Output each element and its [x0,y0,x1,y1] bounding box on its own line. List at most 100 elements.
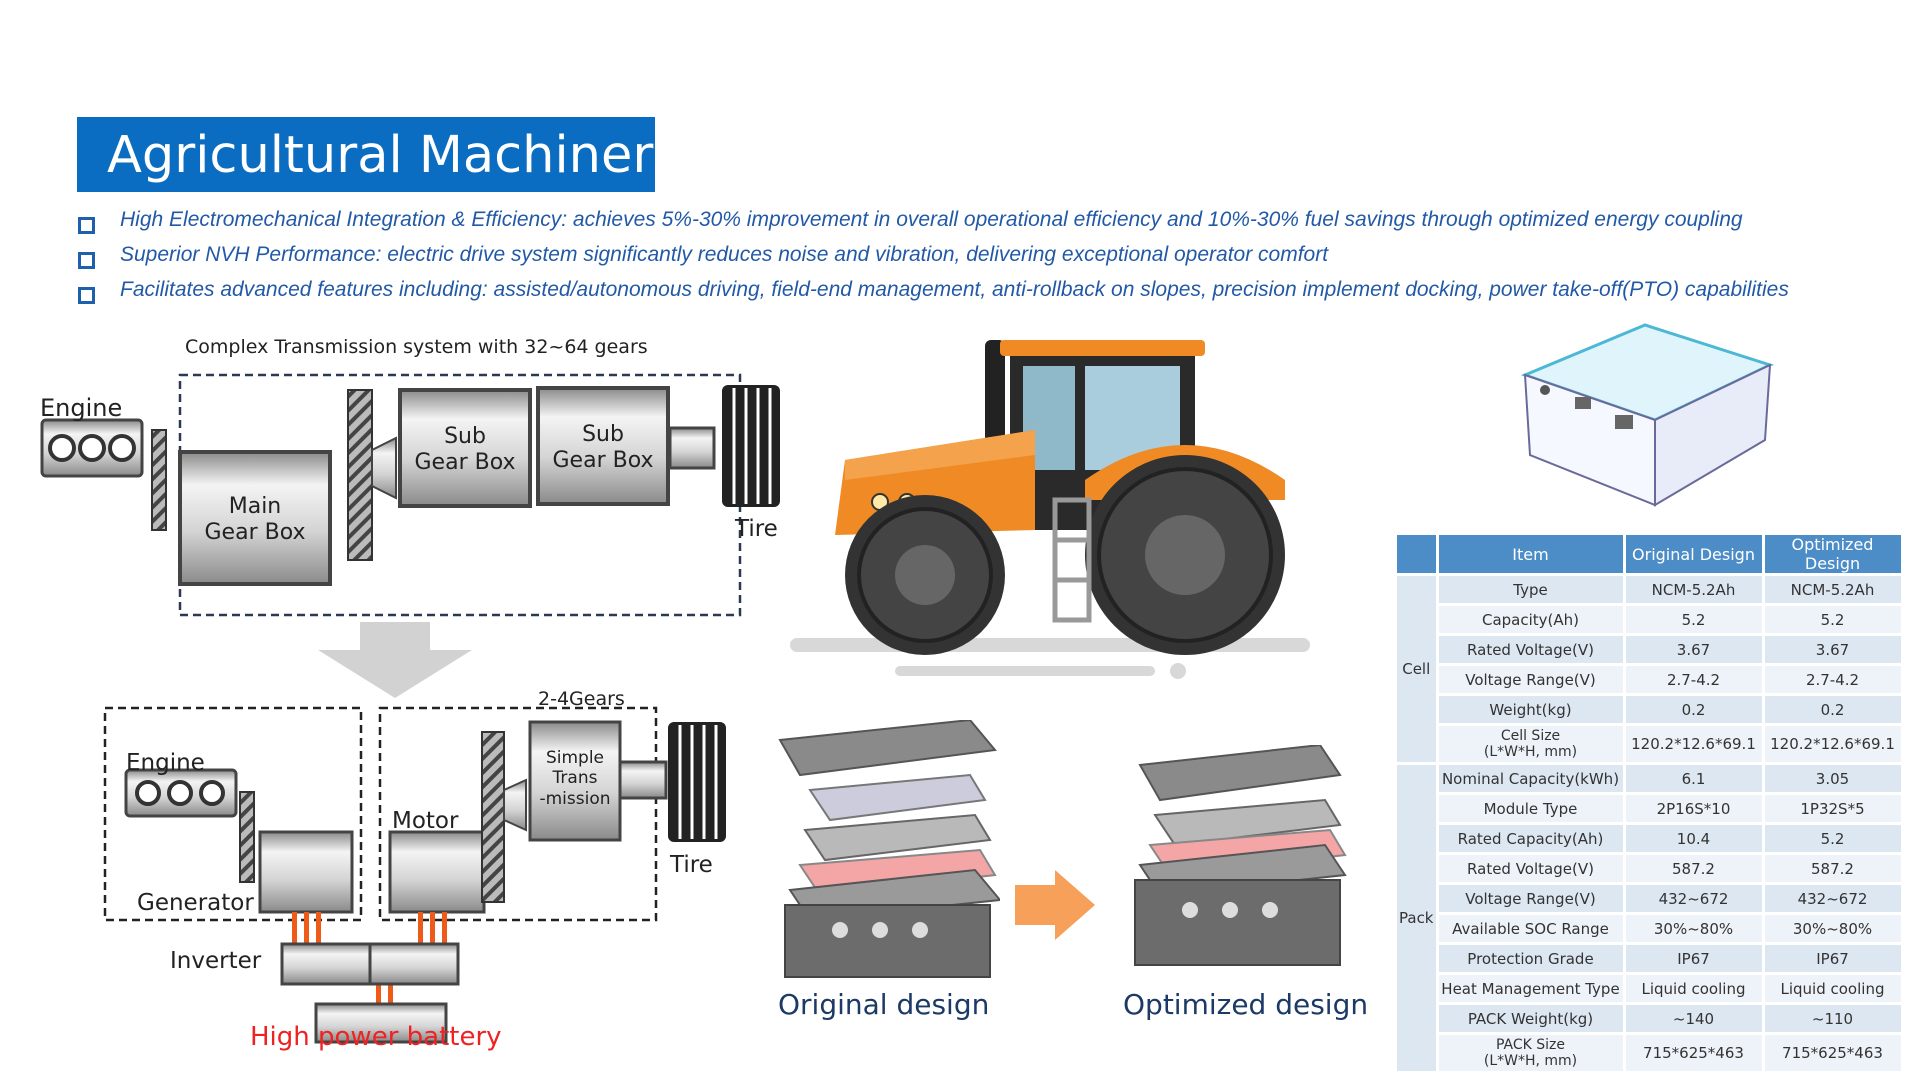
table-header-row: Item Original Design Optimized Design [1394,532,1904,576]
table-cell: Heat Management Type [1435,972,1626,1005]
title-banner [77,117,655,192]
table-cell: Rated Capacity(Ah) [1435,822,1626,855]
table-group-cell: Pack [1394,762,1439,1074]
table-cell: 715*625*463 [1622,1032,1765,1074]
table-cell: 2P16S*10 [1622,792,1765,825]
table-cell: 1P32S*5 [1761,792,1904,825]
table-cell: PACK Weight(kg) [1435,1002,1626,1035]
table-cell: Weight(kg) [1435,693,1626,726]
transmission-caption: Complex Transmission system with 32~64 g… [185,336,648,358]
battery-enclosure-image [1520,323,1775,507]
generator-label: Generator [137,890,254,916]
table-cell: NCM-5.2Ah [1622,573,1765,606]
table-cell: IP67 [1622,942,1765,975]
table-cell: Rated Voltage(V) [1435,633,1626,666]
table-row: Voltage Range(V) 2.7-4.2 2.7-4.2 [1396,663,1904,696]
engine-block-icon [40,418,144,478]
table-row: Voltage Range(V) 432~672 432~672 [1396,882,1904,915]
table-cell: 5.2 [1622,603,1765,636]
battery-label: High power battery [250,1022,502,1052]
table-cell: Voltage Range(V) [1435,882,1626,915]
table-row: Rated Capacity(Ah) 10.4 5.2 [1396,822,1904,855]
tractor-illustration [790,340,1310,679]
table-cell: 120.2*12.6*69.1 [1761,723,1904,765]
table-cell: PACK Size (L*W*H, mm) [1435,1032,1626,1074]
clutch-plate-icon [347,389,373,561]
table-cell: 0.2 [1761,693,1904,726]
table-cell: Liquid cooling [1622,972,1765,1005]
page-title: Agricultural Machinery [107,126,684,185]
table-header-group [1394,532,1439,576]
engine-label: Engine [126,750,205,776]
down-arrow-icon [318,622,472,698]
table-group-cell: Cell [1394,573,1439,765]
table-header: Original Design [1622,532,1765,576]
table-cell: 715*625*463 [1761,1032,1904,1074]
optimized-design-caption: Optimized design [1123,988,1369,1021]
gears-caption: 2-4Gears [538,688,625,710]
table-cell: Module Type [1435,792,1626,825]
engine-block-icon [124,768,238,818]
table-row: Available SOC Range 30%~80% 30%~80% [1396,912,1904,945]
table-cell: 5.2 [1761,603,1904,636]
table-cell: IP67 [1761,942,1904,975]
motor-dashed-frame [378,706,658,922]
table-cell: 2.7-4.2 [1761,663,1904,696]
main-gear-box [178,450,332,586]
gear-icon [239,791,255,883]
tire-icon [722,385,780,507]
table-cell: Type [1435,573,1626,606]
inverter-label: Inverter [170,948,262,974]
table-cell: 6.1 [1622,762,1765,795]
bullet-text: Superior NVH Performance: electric drive… [120,243,1329,266]
table-cell: 432~672 [1622,882,1765,915]
original-design-caption: Original design [778,988,990,1021]
right-arrow-icon [1015,870,1095,940]
clutch-plate-icon [481,731,505,903]
table-row: Weight(kg) 0.2 0.2 [1396,693,1904,726]
table-row: PACK Weight(kg) ~140 ~110 [1396,1002,1904,1035]
table-cell: 120.2*12.6*69.1 [1622,723,1765,765]
square-bullet-icon [78,217,95,234]
battery-box [314,1002,448,1044]
table-cell: Protection Grade [1435,942,1626,975]
table-row: Cell Size (L*W*H, mm) 120.2*12.6*69.1 12… [1396,723,1904,765]
table-cell: 10.4 [1622,822,1765,855]
table-row: Heat Management Type Liquid cooling Liqu… [1396,972,1904,1005]
table-row: Capacity(Ah) 5.2 5.2 [1396,603,1904,636]
table-cell: 3.67 [1761,633,1904,666]
tire-label: Tire [735,516,778,542]
hybrid-drive-diagram [103,706,726,1044]
original-battery-pack-image [778,720,1000,978]
table-row: Rated Voltage(V) 587.2 587.2 [1396,852,1904,885]
table-cell: ~140 [1622,1002,1765,1035]
table-cell: 432~672 [1761,882,1904,915]
table-cell: Available SOC Range [1435,912,1626,945]
table-row: PACK Size (L*W*H, mm) 715*625*463 715*62… [1396,1032,1904,1074]
table-cell: 30%~80% [1761,912,1904,945]
table-cell: Liquid cooling [1761,972,1904,1005]
table-cell: 587.2 [1622,852,1765,885]
table-cell: Rated Voltage(V) [1435,852,1626,885]
table-cell: Cell Size (L*W*H, mm) [1435,723,1626,765]
table-cell: 2.7-4.2 [1622,663,1765,696]
table-cell: 30%~80% [1622,912,1765,945]
table-row: Pack Nominal Capacity(kWh) 6.1 3.05 [1394,762,1904,1074]
bullet-text: Facilitates advanced features including:… [120,278,1789,301]
table-row: Module Type 2P16S*10 1P32S*5 [1396,792,1904,825]
conventional-transmission-diagram [40,373,780,617]
table-cell: 5.2 [1761,822,1904,855]
table-cell: ~110 [1761,1002,1904,1035]
square-bullet-icon [78,287,95,304]
table-header: Item [1435,532,1626,576]
bullet-text: High Electromechanical Integration & Eff… [120,208,1743,231]
tire-label: Tire [670,852,713,878]
table-cell: NCM-5.2Ah [1761,573,1904,606]
table-row: Protection Grade IP67 IP67 [1396,942,1904,975]
motor-box [388,830,486,914]
tire-icon [668,722,726,842]
table-cell: 0.2 [1622,693,1765,726]
